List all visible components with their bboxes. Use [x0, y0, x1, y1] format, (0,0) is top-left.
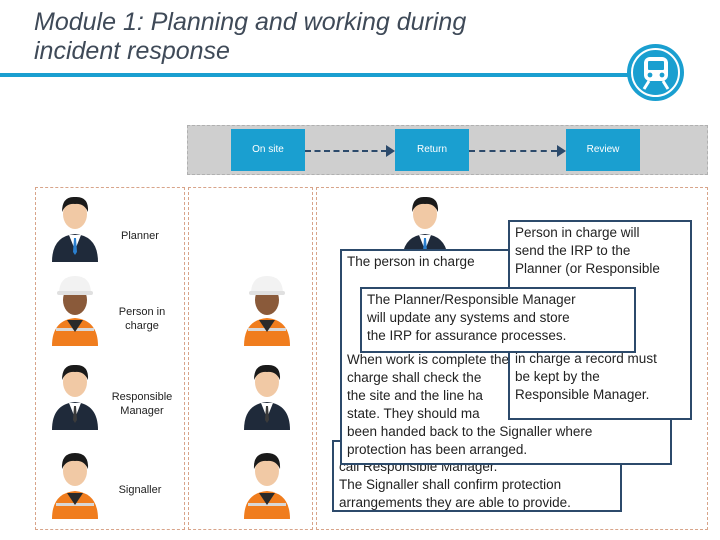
review-box-line-3: Planner (or Responsible [515, 261, 660, 276]
title-line-2: incident response [34, 37, 230, 65]
logo-ring [631, 48, 680, 97]
role-label-responsible-manager-text: Responsible Manager [111, 391, 173, 417]
responsible-manager-avatar [52, 364, 98, 430]
return-box-line-2: When work is complete the person [347, 352, 555, 367]
return-box-line-6: been handed back to the Signaller where [347, 424, 593, 439]
onsite-planner-placeholder [227, 190, 281, 262]
review-box-line-6: Responsible Manager. [515, 387, 650, 402]
phase-arrowhead-2 [557, 145, 566, 157]
review-box-line-5: be kept by the [515, 369, 600, 384]
onsite-responsible-manager-avatar [244, 364, 290, 430]
phase-review: Review [566, 129, 640, 171]
onsite-lane-column [188, 187, 313, 530]
role-label-responsible-manager: Responsible Manager [92, 390, 192, 418]
return-review-lane-column [316, 187, 708, 530]
role-label-person-in-charge-text: Person in charge [118, 306, 166, 332]
planner-update-line-3: the IRP for assurance processes. [367, 328, 567, 343]
train-logo [627, 44, 684, 101]
phase-return: Return [395, 129, 469, 171]
signaller-box-line-2: The Signaller shall confirm protection [339, 477, 562, 492]
planner-update-box: The Planner/Responsible Manager will upd… [360, 287, 636, 353]
signaller-avatar [52, 453, 98, 519]
return-box-line-5: state. They should ma [347, 406, 480, 421]
phase-arrowhead-1 [386, 145, 395, 157]
title-line-1: Module 1: Planning and working during [34, 8, 467, 36]
signaller-box-line-3: arrangements they are able to provide. [339, 495, 571, 510]
phase-on-site: On site [231, 129, 305, 171]
planner-update-line-1: The Planner/Responsible Manager [367, 292, 576, 307]
slide-title: Module 1: Planning and working during in… [34, 8, 594, 66]
phase-arrow-1 [305, 150, 387, 152]
review-box-line-4: in charge a record must [515, 351, 657, 366]
return-box-line-7: protection has been arranged. [347, 442, 528, 457]
return-box-line-4: the site and the line ha [347, 388, 483, 403]
planner-avatar [52, 196, 98, 262]
role-label-signaller: Signaller [118, 484, 162, 496]
review-box-line-2: send the IRP to the [515, 243, 631, 258]
return-box-line-3: charge shall check the [347, 370, 482, 385]
review-box-line-1: Person in charge will [515, 225, 640, 240]
role-label-planner: Planner [121, 230, 159, 242]
train-icon [642, 57, 670, 90]
return-box-line-1: The person in charge [347, 254, 475, 269]
role-label-person-in-charge: Person in charge [92, 305, 192, 333]
title-underline [0, 73, 668, 77]
onsite-person-in-charge-avatar [244, 276, 290, 346]
planner-update-line-2: will update any systems and store [367, 310, 570, 325]
person-in-charge-avatar [52, 276, 98, 346]
role-lane-column [35, 187, 185, 530]
phase-arrow-2 [469, 150, 557, 152]
onsite-signaller-avatar [244, 453, 290, 519]
